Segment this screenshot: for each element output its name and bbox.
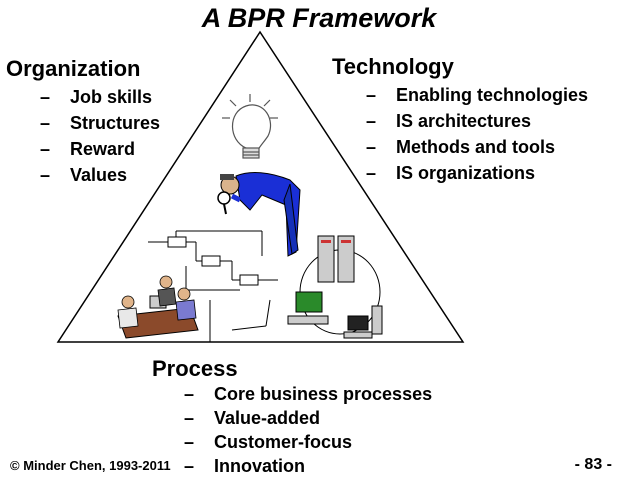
list-item: –Core business processes [184,384,433,404]
organization-list: –Job skills –Structures –Reward –Values [40,84,160,188]
list-item: –Value-added [184,408,321,428]
organization-heading: Organization [6,56,141,81]
list-item: –Values [40,165,128,185]
list-item: –Enabling technologies [366,85,589,105]
list-item: –Methods and tools [366,137,555,157]
list-item: –Job skills [40,87,153,107]
technology-heading: Technology [332,54,454,79]
computer-network-icon [287,235,383,339]
process-heading: Process [152,356,238,381]
list-item: –Customer-focus [184,432,353,452]
list-item: –Innovation [184,456,305,476]
copyright-text: © Minder Chen, 1993-2011 [10,458,171,473]
page-title: A BPR Framework [201,3,437,33]
meeting-people-icon [117,275,199,339]
person-with-magnifier-icon [217,172,301,257]
process-list: –Core business processes –Value-added –C… [184,382,432,478]
process-flowchart-icon [148,230,278,342]
technology-list: –Enabling technologies –IS architectures… [366,82,588,186]
list-item: –Structures [40,113,161,133]
list-item: –Reward [40,139,136,159]
page-number: - 83 - [574,456,612,473]
framework-triangle [56,30,465,343]
list-item: –IS organizations [366,163,536,183]
list-item: –IS architectures [366,111,532,131]
lightbulb-icon [222,94,278,159]
